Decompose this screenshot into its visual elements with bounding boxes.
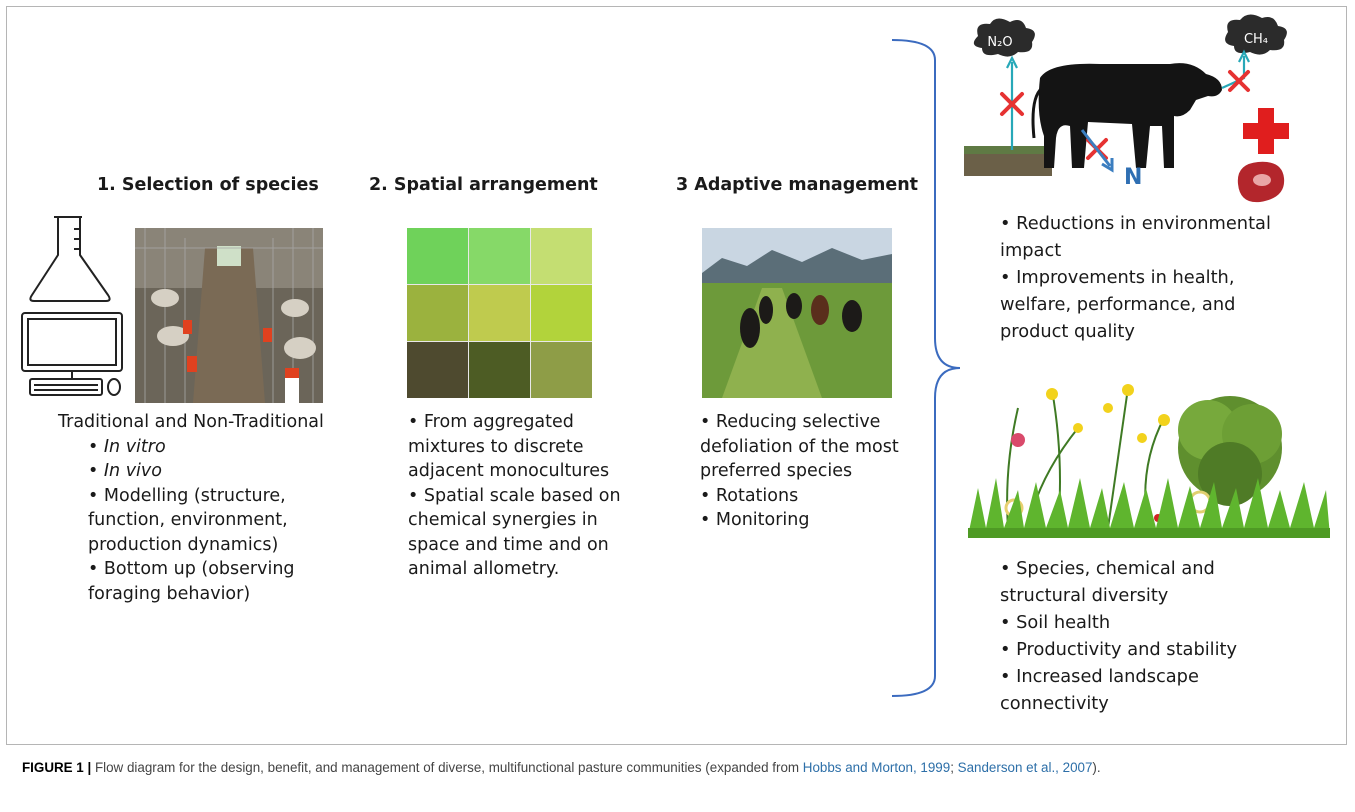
grid-cell [407,285,468,341]
grid-cell [407,342,468,398]
livestock-bullet: • Reductions in environmental [1000,213,1271,234]
livestock-outcomes-text: • Reductions in environmental impact • I… [1000,210,1271,345]
pasture-bullet: • Species, chemical and [1000,558,1215,579]
spatial-arrangement-grid [407,228,592,398]
diverse-pasture-illustration [968,384,1330,538]
cow-icon [1031,63,1222,168]
ch4-label: CH₄ [1244,32,1268,47]
pasture-bullet: • Increased landscape [1000,666,1199,687]
step-2-bullet: chemical synergies in [408,510,598,530]
step-1-bullet: foraging behavior) [88,583,251,604]
step-1-bullet: function, environment, [88,510,288,530]
step-2-bullet: mixtures to discrete [408,436,584,457]
step-1-bullet: • In vitro [88,436,166,457]
plus-icon [1243,108,1289,154]
steak-icon [1237,161,1285,203]
n2o-label: N₂O [987,35,1012,50]
step-1-heading: 1. Selection of species [97,175,319,195]
caption-label: FIGURE 1 | [22,760,92,775]
grid-cell [469,228,530,284]
caption-separator: ; [950,760,958,775]
step-2-heading: 2. Spatial arrangement [369,175,598,195]
pasture-bullet: connectivity [1000,693,1109,714]
step-2-bullet: space and time and on [408,534,609,555]
caption-text: Flow diagram for the design, benefit, an… [91,760,803,775]
step-1-text: Traditional and Non-Traditional • In vit… [58,410,324,606]
grid-cell [469,342,530,398]
soil-strip [964,150,1052,176]
computer-icon [21,312,123,396]
cloud-icon [1225,14,1287,55]
step-3-text: • Reducing selective defoliation of the … [700,410,899,533]
sheep-pen-photo [135,228,323,403]
step-1-bullet: • In vivo [88,461,162,481]
livestock-bullet: welfare, performance, and [1000,294,1236,315]
cattle-pasture-photo [702,228,892,398]
livestock-emissions-illustration: N₂O CH₄ N [964,14,1289,203]
figure-frame [6,6,1347,745]
grid-cell [531,342,592,398]
step-2-bullet: • From aggregated [408,412,574,432]
step-2-bullet: animal allometry. [408,559,560,579]
pasture-bullet: • Soil health [1000,612,1111,633]
step-2-bullet: • Spatial scale based on [408,485,621,506]
step-3-bullet: preferred species [700,461,853,481]
step-2-text: • From aggregated mixtures to discrete a… [408,410,621,582]
grid-cell [407,228,468,284]
step-3-bullet: defoliation of the most [700,436,899,457]
cloud-icon [973,18,1035,57]
step-3-heading: 3 Adaptive management [676,175,919,195]
grid-cell [531,228,592,284]
step-1-bullet: • Bottom up (observing [88,559,295,579]
livestock-bullet: • Improvements in health, [1000,267,1235,288]
nitrogen-label: N [1124,165,1142,190]
step-1-bullet: production dynamics) [88,534,279,555]
step-1-bullet: • Modelling (structure, [88,485,286,506]
pasture-bullet: structural diversity [1000,585,1169,606]
step-2-bullet: adjacent monocultures [408,461,610,481]
caption-reference-link[interactable]: Sanderson et al., 2007 [957,760,1093,775]
caption-end: ). [1092,760,1101,775]
step-3-bullet: • Monitoring [700,510,810,530]
grid-cell [469,285,530,341]
step-3-bullet: • Reducing selective [700,412,881,432]
flask-icon [29,216,111,302]
livestock-bullet: product quality [1000,321,1135,342]
step-3-bullet: • Rotations [700,485,799,506]
caption-reference-link[interactable]: Hobbs and Morton, 1999 [802,760,951,775]
figure-caption: FIGURE 1 | Flow diagram for the design, … [22,758,1332,777]
curly-brace [891,39,961,697]
pasture-outcomes-text: • Species, chemical and structural diver… [1000,555,1237,717]
lab-computer-illustration [21,216,123,396]
livestock-bullet: impact [1000,240,1062,261]
shrub-icon [1178,396,1282,506]
pasture-bullet: • Productivity and stability [1000,639,1238,660]
step-1-subheading: Traditional and Non-Traditional [58,412,324,432]
grid-cell [531,285,592,341]
